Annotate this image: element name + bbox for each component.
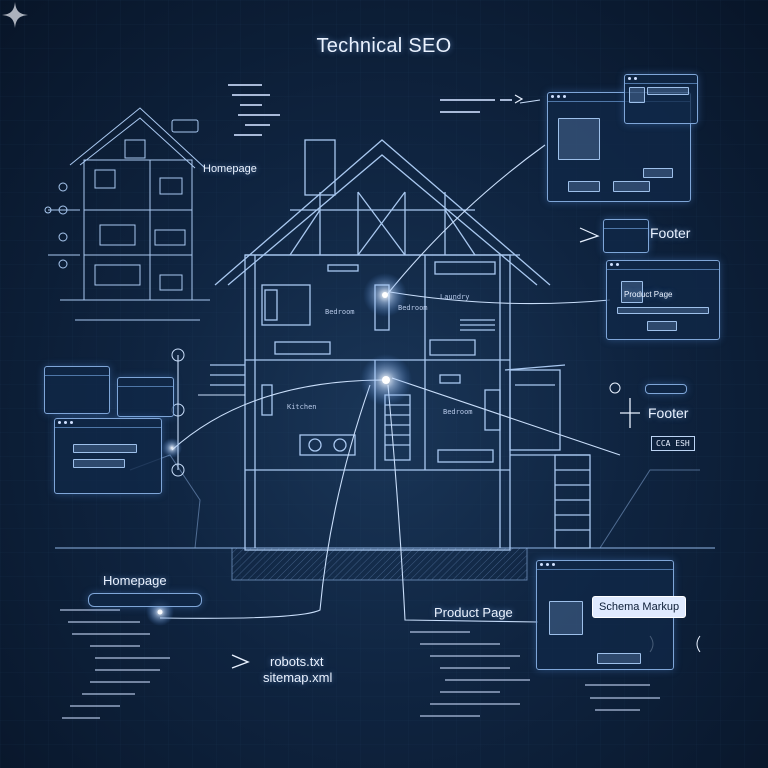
browser-window-footer [603, 219, 649, 253]
arrow-icon [231, 654, 250, 669]
room-label: Bedroom [443, 408, 473, 416]
label-footer-mid: Footer [648, 405, 689, 421]
browser-window-left-b [117, 377, 174, 417]
connector-lines [159, 99, 621, 623]
code-right-bottom [410, 631, 660, 717]
label-robots: robots.txt [270, 654, 324, 669]
browser-window-product [606, 260, 720, 340]
browser-window-left-c [54, 418, 162, 494]
room-label: Bedroom [325, 308, 355, 316]
label-sitemap: sitemap.xml [263, 670, 333, 685]
label-homepage-top: Homepage [203, 163, 257, 175]
small-house [44, 107, 210, 321]
main-house [210, 139, 591, 551]
label-homepage-bottom: Homepage [103, 573, 167, 588]
code-snippets [228, 84, 512, 136]
search-bar-small [645, 384, 687, 394]
code-tag: CCA ESH [651, 436, 695, 451]
label-product-page-window: Product Page [624, 290, 673, 299]
room-label: Bedroom [398, 304, 428, 312]
page-title: Technical SEO [316, 35, 452, 57]
code-left-bottom [60, 609, 170, 719]
search-bar [88, 593, 202, 607]
schema-markup-badge: Schema Markup [592, 596, 687, 618]
room-label: Kitchen [287, 403, 317, 411]
label-footer-top: Footer [650, 225, 691, 241]
browser-window-small [624, 74, 698, 124]
browser-window-left-a [44, 366, 110, 414]
sparkle-icon [2, 2, 28, 28]
room-label: Laundry [440, 293, 470, 301]
label-product-page-bottom: Product Page [434, 605, 513, 620]
ground [55, 454, 715, 581]
